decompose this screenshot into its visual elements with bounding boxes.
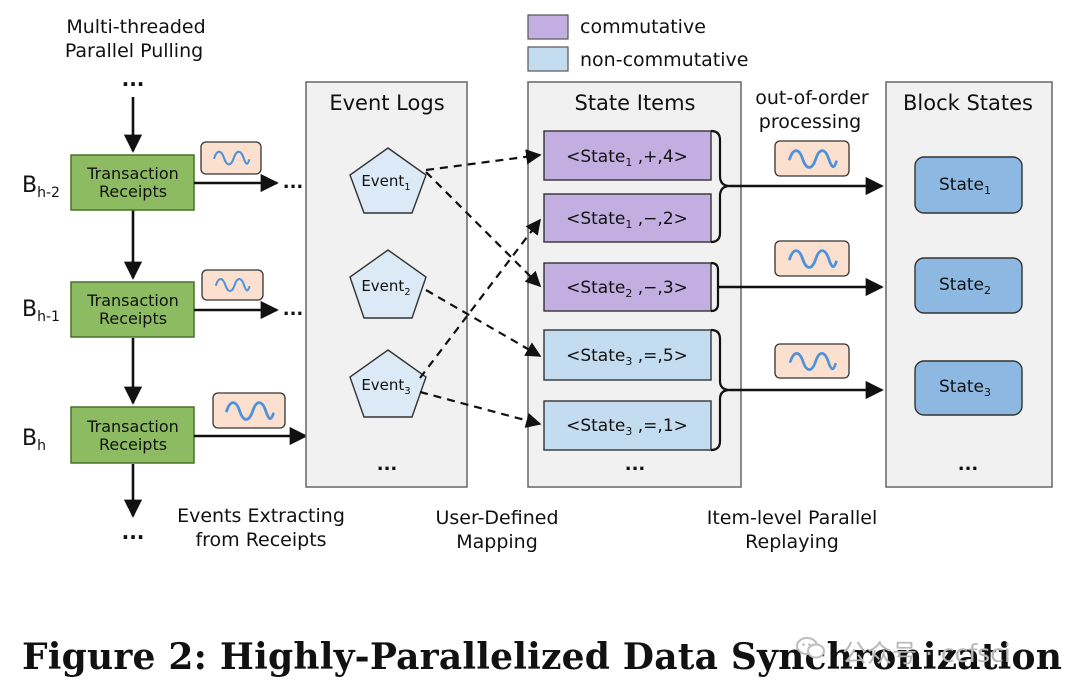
pulling-label-line1: Multi-threaded [66, 16, 205, 38]
svg-text:State2: State2 [939, 275, 991, 297]
pulling-top-ellipsis: ... [122, 67, 145, 91]
receipt-output-arrows [194, 173, 308, 446]
replay-label-line1: Item-level Parallel [707, 507, 878, 529]
replay-arrows [718, 176, 884, 400]
block-states-ellipsis: ... [958, 454, 979, 475]
wave-box-6 [774, 343, 850, 379]
svg-text:<State3 ,=,5>: <State3 ,=,5> [566, 346, 688, 368]
diagram-canvas: commutative non-commutative Multi-thread… [22, 14, 1053, 553]
block-states-title: Block States [903, 91, 1033, 115]
state-item-5: <State3 ,=,1> [543, 400, 712, 451]
legend-non-commutative-swatch [527, 46, 569, 72]
replay-label-line2: Replaying [745, 531, 839, 553]
event-node-1: Event1 [349, 147, 427, 214]
receipt-box-1: Transaction Receipts [70, 154, 195, 211]
wechat-icon [796, 637, 825, 659]
event-logs-ellipsis: ... [377, 454, 398, 475]
state-item-2: <State1 ,−,2> [543, 193, 712, 243]
ooo-label-line2: processing [759, 111, 861, 133]
wave-box-4 [774, 140, 850, 177]
svg-text:Transaction: Transaction [86, 164, 179, 183]
legend: commutative non-commutative [527, 14, 748, 72]
block-label-h: Bh [22, 426, 46, 454]
legend-commutative-label: commutative [580, 16, 706, 38]
mapping-label-line2: Mapping [456, 531, 538, 553]
svg-text:Receipts: Receipts [99, 435, 167, 454]
svg-text:<State2 ,−,3>: <State2 ,−,3> [566, 278, 688, 300]
svg-text:State1: State1 [939, 175, 991, 197]
svg-text:Transaction: Transaction [86, 417, 179, 436]
legend-non-commutative-label: non-commutative [580, 49, 748, 71]
event-node-3: Event3 [349, 349, 427, 418]
svg-text:Event2: Event2 [361, 277, 410, 298]
ooo-label-line1: out-of-order [755, 87, 869, 109]
state-item-4: <State3 ,=,5> [543, 329, 712, 381]
block-state-1: State1 [914, 156, 1023, 214]
svg-text:State3: State3 [939, 377, 991, 399]
block-label-h-1: Bh-1 [22, 297, 60, 325]
svg-text:Event3: Event3 [361, 376, 410, 397]
svg-text:<State1 ,−,2>: <State1 ,−,2> [566, 209, 688, 231]
svg-text:<State3 ,=,1>: <State3 ,=,1> [566, 416, 688, 438]
state-items-title: State Items [574, 91, 695, 115]
svg-text:Event1: Event1 [361, 172, 410, 193]
legend-commutative-swatch [527, 14, 569, 40]
receipt-box-3: Transaction Receipts [70, 406, 195, 464]
state-item-3: <State2 ,−,3> [543, 262, 712, 312]
event-node-2: Event2 [349, 249, 427, 319]
svg-text:<State1 ,+,4>: <State1 ,+,4> [566, 147, 688, 169]
mapping-arrows [419, 149, 542, 428]
mapping-label-line1: User-Defined [435, 507, 558, 529]
extract-label-line2: from Receipts [195, 529, 326, 551]
wave-box-1 [200, 141, 262, 175]
event-logs-title: Event Logs [329, 91, 444, 115]
wave-box-3 [212, 392, 286, 429]
wave-box-2 [201, 269, 264, 301]
receipt-2-ellipsis: ... [283, 299, 304, 320]
pulling-label-line2: Parallel Pulling [65, 40, 203, 62]
figure-caption: Figure 2: Highly-Parallelized Data Synch… [22, 636, 1063, 678]
extract-label-line1: Events Extracting [177, 505, 345, 527]
block-state-3: State3 [914, 360, 1023, 416]
watermark: 公众号 · ccfsci [842, 639, 1011, 668]
state-item-1: <State1 ,+,4> [543, 130, 712, 181]
receipt-box-2: Transaction Receipts [70, 281, 195, 338]
svg-text:Receipts: Receipts [99, 309, 167, 328]
state-items-ellipsis: ... [625, 454, 646, 475]
block-label-h-2: Bh-2 [22, 173, 60, 201]
pulling-bottom-ellipsis: ... [122, 520, 145, 544]
block-state-2: State2 [914, 257, 1023, 314]
svg-text:Receipts: Receipts [99, 182, 167, 201]
svg-text:Transaction: Transaction [86, 291, 179, 310]
receipt-1-ellipsis: ... [283, 172, 304, 193]
wave-box-5 [774, 240, 850, 277]
